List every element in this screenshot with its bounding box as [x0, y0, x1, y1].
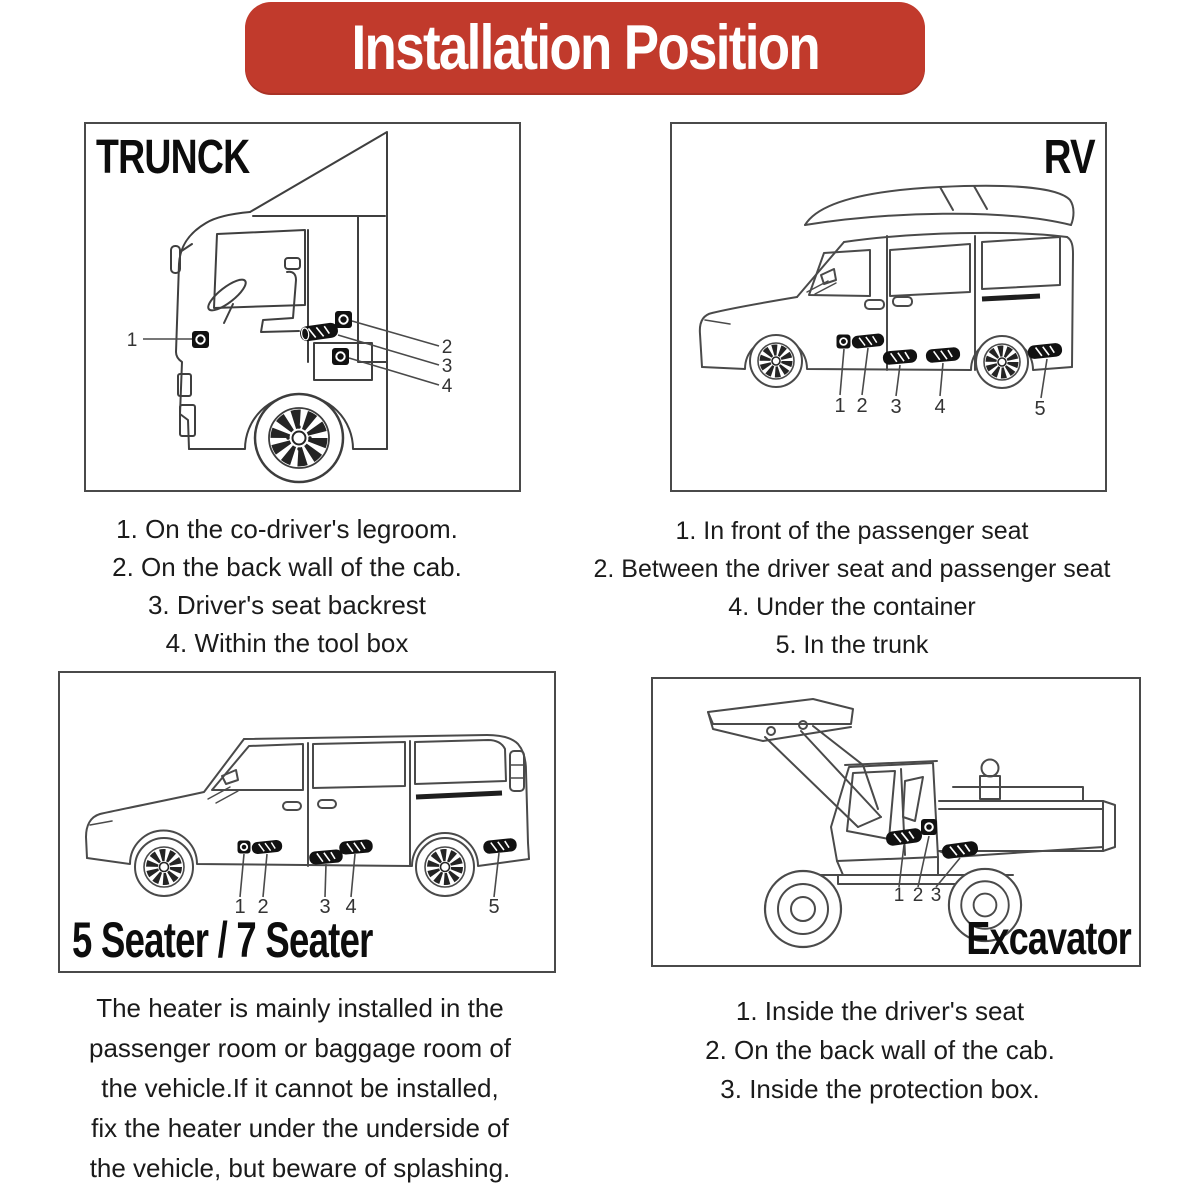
callout-numbers: 1 2 3 4 [127, 330, 453, 397]
heater-unit-marker-4 [925, 347, 961, 363]
seater-outline [85, 734, 530, 867]
heater-unit-marker-3 [300, 322, 338, 342]
note-line: 4. Under the container [728, 593, 976, 621]
heater-pump-marker-2 [335, 311, 352, 328]
leader-lines [239, 852, 500, 898]
truck-panel: 1 2 3 4 TRUNCK [84, 122, 521, 492]
note-line: the vehicle.If it cannot be installed, [101, 1073, 499, 1103]
title-banner: Installation Position [245, 2, 925, 93]
heater-pump-marker-2 [921, 819, 937, 835]
note-line: passenger room or baggage room of [88, 1033, 512, 1063]
rv-illustration: 1 2 3 4 5 [698, 184, 1075, 420]
leader-lines [839, 347, 1048, 399]
callout-4: 4 [934, 396, 945, 418]
seater-front-wheel [135, 838, 193, 896]
callout-4: 4 [442, 376, 453, 397]
note-line: fix the heater under the underside of [91, 1113, 509, 1143]
callout-1: 1 [127, 330, 138, 351]
rv-front-wheel [750, 335, 802, 387]
callout-1: 1 [834, 395, 845, 417]
excavator-panel-label: Excavator [966, 912, 1131, 964]
note-line: 3. Driver's seat backrest [147, 590, 427, 620]
callout-numbers: 1 2 3 4 5 [234, 896, 499, 918]
note-line: 1. In front of the passenger seat [675, 517, 1029, 545]
heater-markers [885, 819, 979, 859]
callout-2: 2 [856, 395, 867, 417]
heater-unit-marker-1 [885, 828, 923, 846]
heater-pump-marker-1 [192, 331, 209, 348]
excavator-outline [707, 698, 1116, 885]
note-line: 1. On the co-driver's legroom. [116, 514, 458, 544]
callout-3: 3 [319, 896, 330, 918]
callout-1: 1 [234, 896, 245, 918]
excavator-notes: 1. Inside the driver's seat 2. On the ba… [630, 992, 1130, 1109]
excavator-front-wheel [763, 869, 843, 949]
truck-illustration: 1 2 3 4 [127, 131, 453, 490]
rv-panel-label: RV [1043, 131, 1096, 184]
seater-rear-wheel [416, 838, 474, 896]
heater-unit-marker-2 [251, 839, 283, 855]
rv-panel: 1 2 3 4 5 RV [670, 122, 1107, 492]
truck-notes: 1. On the co-driver's legroom. 2. On the… [47, 510, 527, 662]
leader-lines [143, 320, 440, 386]
page-title: Installation Position [351, 12, 820, 83]
heater-unit-marker-3 [309, 849, 343, 865]
tool-box [313, 342, 373, 381]
callout-numbers: 1 2 3 4 5 [834, 395, 1045, 420]
callout-3: 3 [890, 396, 901, 418]
callout-2: 2 [442, 337, 453, 358]
side-stripe [981, 293, 1041, 302]
seater-panel: 1 2 3 4 5 5 Seater / 7 Seater [58, 671, 556, 973]
heater-unit-marker-3 [941, 841, 979, 859]
callout-2: 2 [257, 896, 268, 918]
truck-panel-label: TRUNCK [96, 131, 250, 184]
heater-markers [237, 838, 517, 865]
heater-unit-marker-2 [851, 333, 885, 349]
heater-markers [192, 311, 352, 365]
seater-notes: The heater is mainly installed in the pa… [45, 988, 555, 1188]
callout-3: 3 [931, 885, 942, 906]
note-line: The heater is mainly installed in the [96, 993, 504, 1023]
note-line: 3. Inside the protection box. [720, 1074, 1040, 1104]
note-line: 2. Between the driver seat and passenger… [593, 555, 1111, 583]
note-line: the vehicle, but beware of splashing. [89, 1153, 511, 1183]
excavator-panel: 1 2 3 Excavator [651, 677, 1141, 967]
callout-numbers: 1 2 3 [894, 885, 942, 906]
callout-3: 3 [442, 356, 453, 377]
heater-unit-marker-5 [1027, 343, 1063, 359]
heater-unit-marker-4 [339, 839, 373, 855]
callout-2: 2 [913, 885, 924, 906]
callout-5: 5 [488, 896, 499, 918]
callout-1: 1 [894, 885, 905, 906]
note-line: 5. In the trunk [775, 631, 929, 659]
note-line: 2. On the back wall of the cab. [112, 552, 462, 582]
heater-pump-marker-1 [836, 334, 851, 349]
callout-4: 4 [345, 896, 356, 918]
note-line: 4. Within the tool box [165, 628, 409, 658]
rv-rear-wheel [976, 336, 1028, 388]
excavator-illustration: 1 2 3 [707, 698, 1116, 949]
heater-unit-marker-5 [483, 838, 517, 854]
note-line: 1. Inside the driver's seat [735, 996, 1025, 1026]
seater-illustration: 1 2 3 4 5 [85, 734, 530, 918]
heater-pump-marker-4 [332, 348, 349, 365]
rv-notes: 1. In front of the passenger seat 2. Bet… [557, 512, 1147, 664]
heater-unit-marker-3 [882, 349, 918, 365]
side-stripe [415, 790, 503, 800]
note-line: 2. On the back wall of the cab. [705, 1035, 1055, 1065]
heater-markers [836, 333, 1063, 365]
leader-lines [898, 835, 961, 888]
heater-pump-marker-1 [237, 840, 251, 854]
truck-wheel [255, 394, 343, 482]
callout-5: 5 [1034, 398, 1045, 420]
seater-panel-label: 5 Seater / 7 Seater [72, 912, 373, 968]
